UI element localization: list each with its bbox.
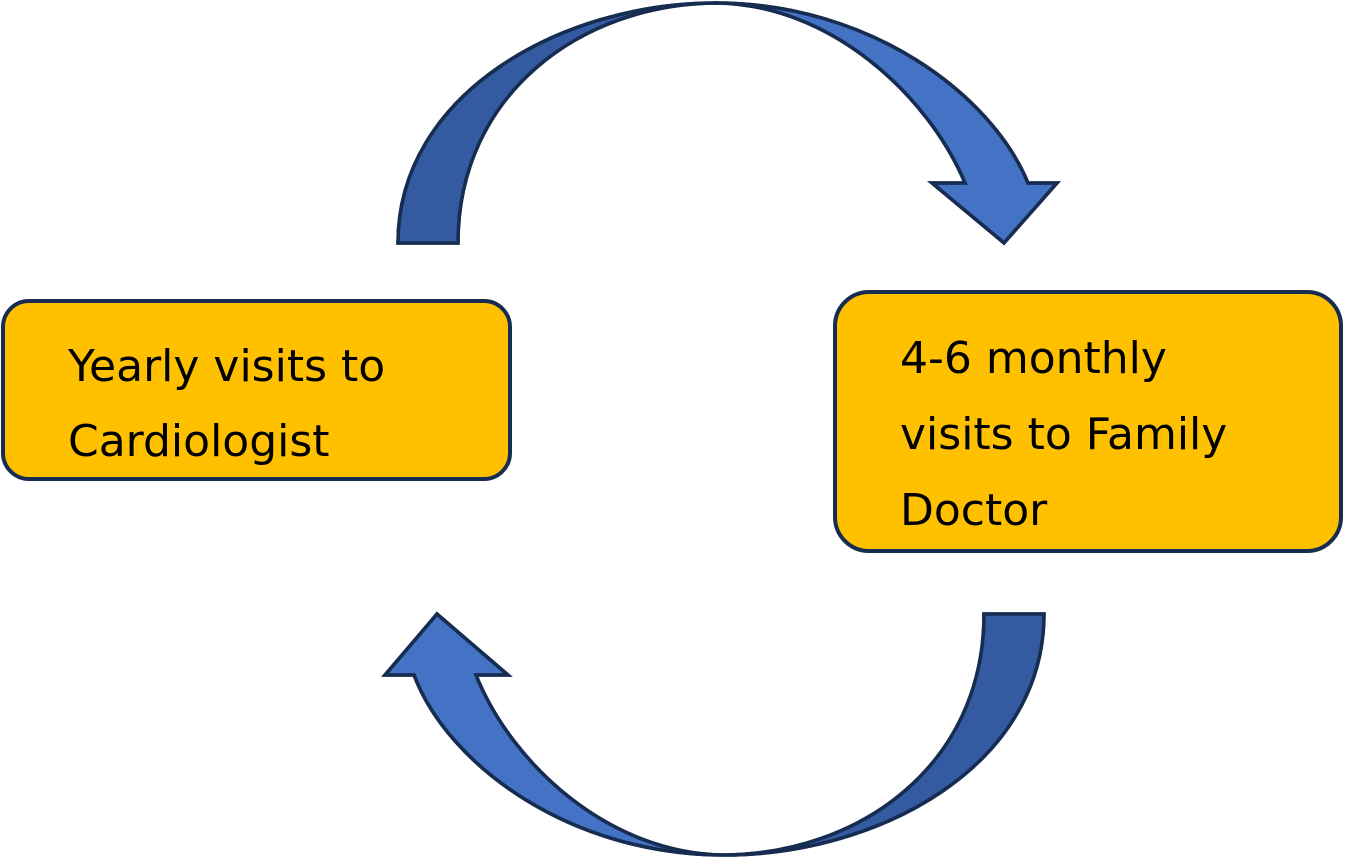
node-cardiologist-line-1: Yearly visits to (67, 341, 385, 392)
node-cardiologist-line-2: Cardiologist (68, 416, 330, 467)
node-family-doctor-line-2: visits to Family (900, 409, 1227, 460)
node-family-doctor-line-3: Doctor (900, 485, 1048, 536)
arrow-family-doctor-to-cardiologist (381, 611, 1046, 857)
node-family-doctor-line-1: 4-6 monthly (900, 333, 1167, 384)
node-cardiologist: Yearly visits to Cardiologist (1, 299, 512, 481)
arrow-cardiologist-to-family-doctor (396, 1, 1061, 246)
node-family-doctor: 4-6 monthly visits to Family Doctor (833, 290, 1343, 553)
